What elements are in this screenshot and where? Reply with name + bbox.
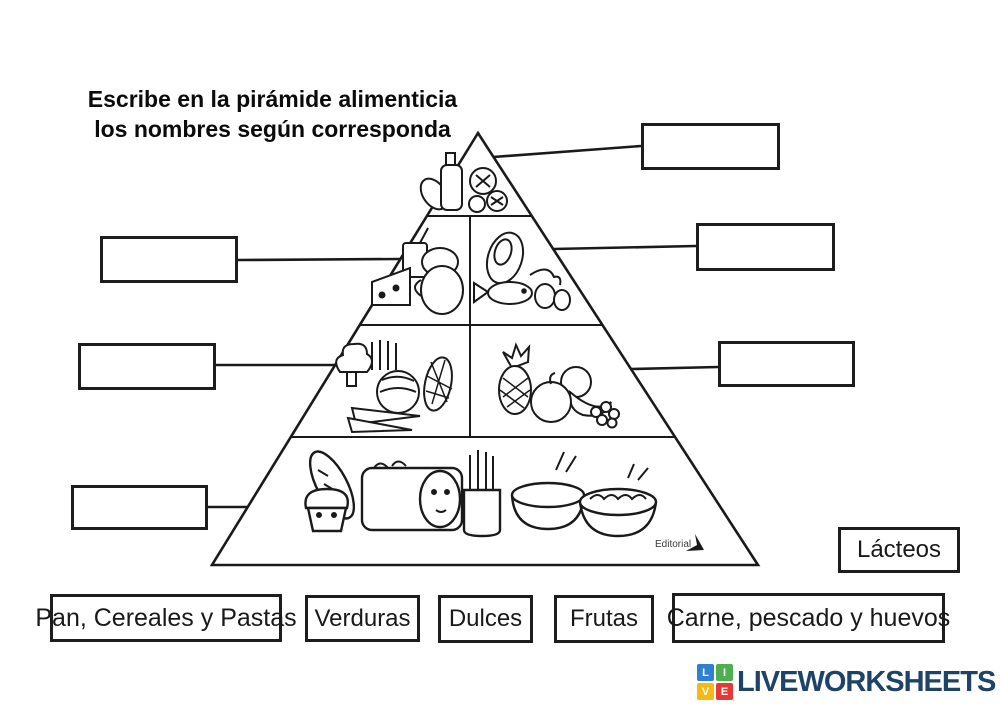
worksheet-title: Escribe en la pirámide alimenticia los n… [70, 84, 475, 144]
answer-slot-left-level3[interactable] [78, 343, 216, 390]
bread-cereals-illustration [304, 450, 658, 538]
dairy-illustration [371, 227, 464, 315]
brand-wordmark: LIVEWORKSHEETS [737, 666, 996, 698]
answer-slot-right-level2[interactable] [696, 223, 835, 271]
connector-line [237, 257, 401, 262]
logo-tile-i: I [716, 664, 733, 681]
vegetables-illustration [335, 340, 453, 434]
liveworksheets-logo: L I V E LIVEWORKSHEETS [697, 664, 996, 700]
editorial-logo-icon [686, 534, 704, 551]
word-label: Pan, Cereales y Pastas [35, 603, 297, 632]
title-line-2: los nombres según corresponda [94, 116, 451, 142]
sweets-illustration [419, 152, 508, 213]
meat-fish-eggs-illustration [473, 231, 571, 311]
answer-slot-right-level3[interactable] [718, 341, 855, 387]
connector-line [492, 144, 642, 159]
fruits-illustration [498, 342, 620, 429]
liveworksheets-grid-icon: L I V E [697, 664, 733, 700]
word-bank-item-dulces[interactable]: Dulces [438, 595, 533, 643]
word-bank-item-verduras[interactable]: Verduras [305, 595, 420, 642]
logo-tile-l: L [697, 664, 714, 681]
logo-tile-v: V [697, 683, 714, 700]
word-label: Dulces [448, 605, 523, 632]
logo-tile-e: E [716, 683, 733, 700]
title-line-1: Escribe en la pirámide alimenticia [87, 86, 458, 112]
answer-slot-left-level2[interactable] [100, 236, 238, 283]
editorial-label: Editorial [655, 539, 691, 550]
connector-line [630, 365, 719, 371]
answer-slot-top-right[interactable] [641, 123, 780, 170]
answer-slot-left-level4[interactable] [71, 485, 208, 530]
connector-line [552, 244, 697, 251]
word-label: Frutas [569, 605, 638, 632]
word-bank-item-frutas[interactable]: Frutas [554, 595, 654, 643]
word-bank-item-pan-cereales-pastas[interactable]: Pan, Cereales y Pastas [35, 594, 297, 642]
editorial-mark: Editorial [655, 534, 704, 551]
word-bank-item-carne-pescado-huevos[interactable]: Carne, pescado y huevos [667, 593, 950, 643]
word-label: Verduras [314, 604, 411, 632]
word-bank-item-lacteos[interactable]: Lácteos [838, 527, 960, 573]
word-label: Lácteos [856, 536, 942, 563]
word-label: Carne, pescado y huevos [666, 603, 951, 632]
